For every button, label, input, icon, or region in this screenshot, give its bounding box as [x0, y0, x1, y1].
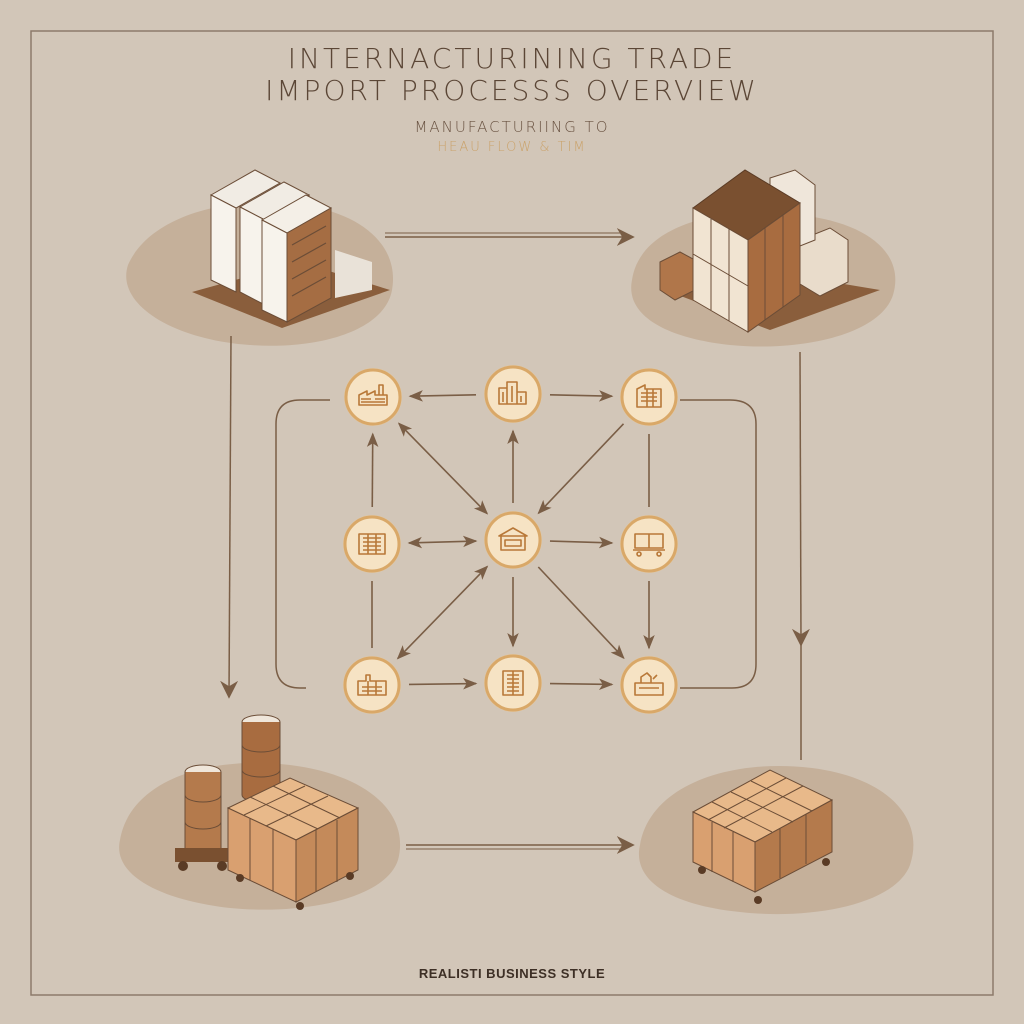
subtitle-line-2: HEAU FLOW & TIM [437, 140, 587, 155]
filing-cabinet-icon [126, 169, 394, 346]
flow-arrow [549, 390, 614, 402]
right-flow-arrow [791, 351, 810, 647]
city-buildings-icon [498, 381, 527, 405]
node-9 [620, 656, 678, 714]
footer-caption: REALISTI BUSINESS STYLE [418, 966, 606, 981]
flow-arrow [396, 565, 489, 660]
shipping-box-icon [634, 672, 664, 696]
node-8 [484, 654, 542, 712]
barrels-and-crates-icon [119, 714, 401, 910]
flow-arrow [549, 536, 614, 549]
flow-arrow [549, 678, 614, 691]
office-tower-icon [358, 533, 386, 555]
factory-icon [358, 384, 388, 406]
page-title-line-2: IMPORT PROCESSS OVERVIEW [265, 74, 759, 107]
bank-icon [498, 527, 528, 551]
flow-arrow [537, 566, 625, 660]
node-1 [344, 368, 402, 426]
flow-arrow [407, 535, 478, 549]
outer-frame [30, 30, 994, 996]
cargo-cart-icon [633, 533, 665, 557]
subtitle-line-1: MANUFACTURIING TO [414, 118, 610, 136]
node-7 [343, 656, 401, 714]
node-4 [343, 515, 401, 573]
node-2 [484, 365, 542, 423]
flow-arrow [397, 422, 489, 515]
left-flow-arrow [220, 335, 239, 699]
flow-arrow [408, 390, 477, 402]
pallet-crate-icon [638, 765, 914, 915]
office-building-icon [636, 384, 662, 408]
stacked-crates-icon [631, 169, 896, 347]
skyscraper-icon [502, 670, 524, 696]
node-3 [620, 368, 678, 426]
warehouse-icon [357, 674, 387, 696]
flow-arrow [537, 423, 625, 515]
network-nodes [343, 365, 678, 714]
network-arrows [366, 390, 655, 691]
node-6 [620, 515, 678, 573]
page-title-line-1: INTERNACTURINING TRADE [287, 42, 737, 75]
flow-arrow [408, 677, 478, 690]
node-5 [484, 511, 542, 569]
outer-connectors [220, 228, 810, 854]
